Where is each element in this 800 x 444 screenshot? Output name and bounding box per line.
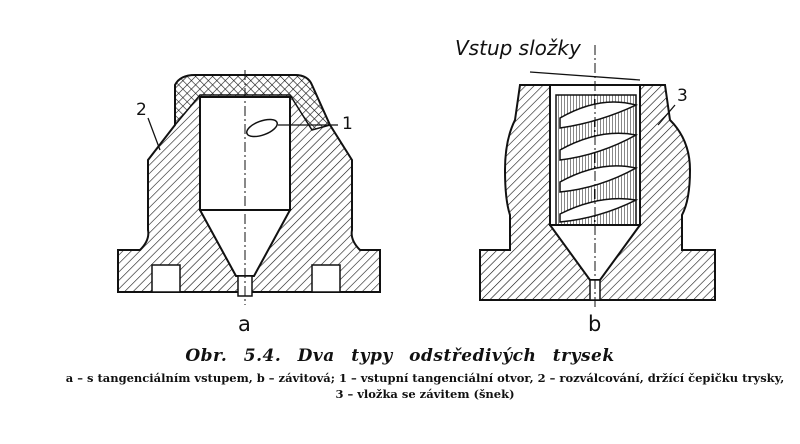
figure-caption: a – s tangenciálním vstupem, b – závitov… [65, 371, 785, 401]
sub-label-a: a [238, 312, 251, 336]
nozzle-a-tangential [117, 70, 381, 305]
marker-1: 1 [342, 114, 353, 134]
sub-label-b: b [588, 312, 602, 336]
inlet-label: Vstup složky [455, 36, 581, 60]
marker-3: 3 [677, 86, 688, 106]
nozzle-b-threaded [479, 45, 716, 310]
figure-title: Obr. 5.4. Dva typy odstředivých trysek [185, 346, 615, 366]
marker-2: 2 [136, 100, 147, 120]
